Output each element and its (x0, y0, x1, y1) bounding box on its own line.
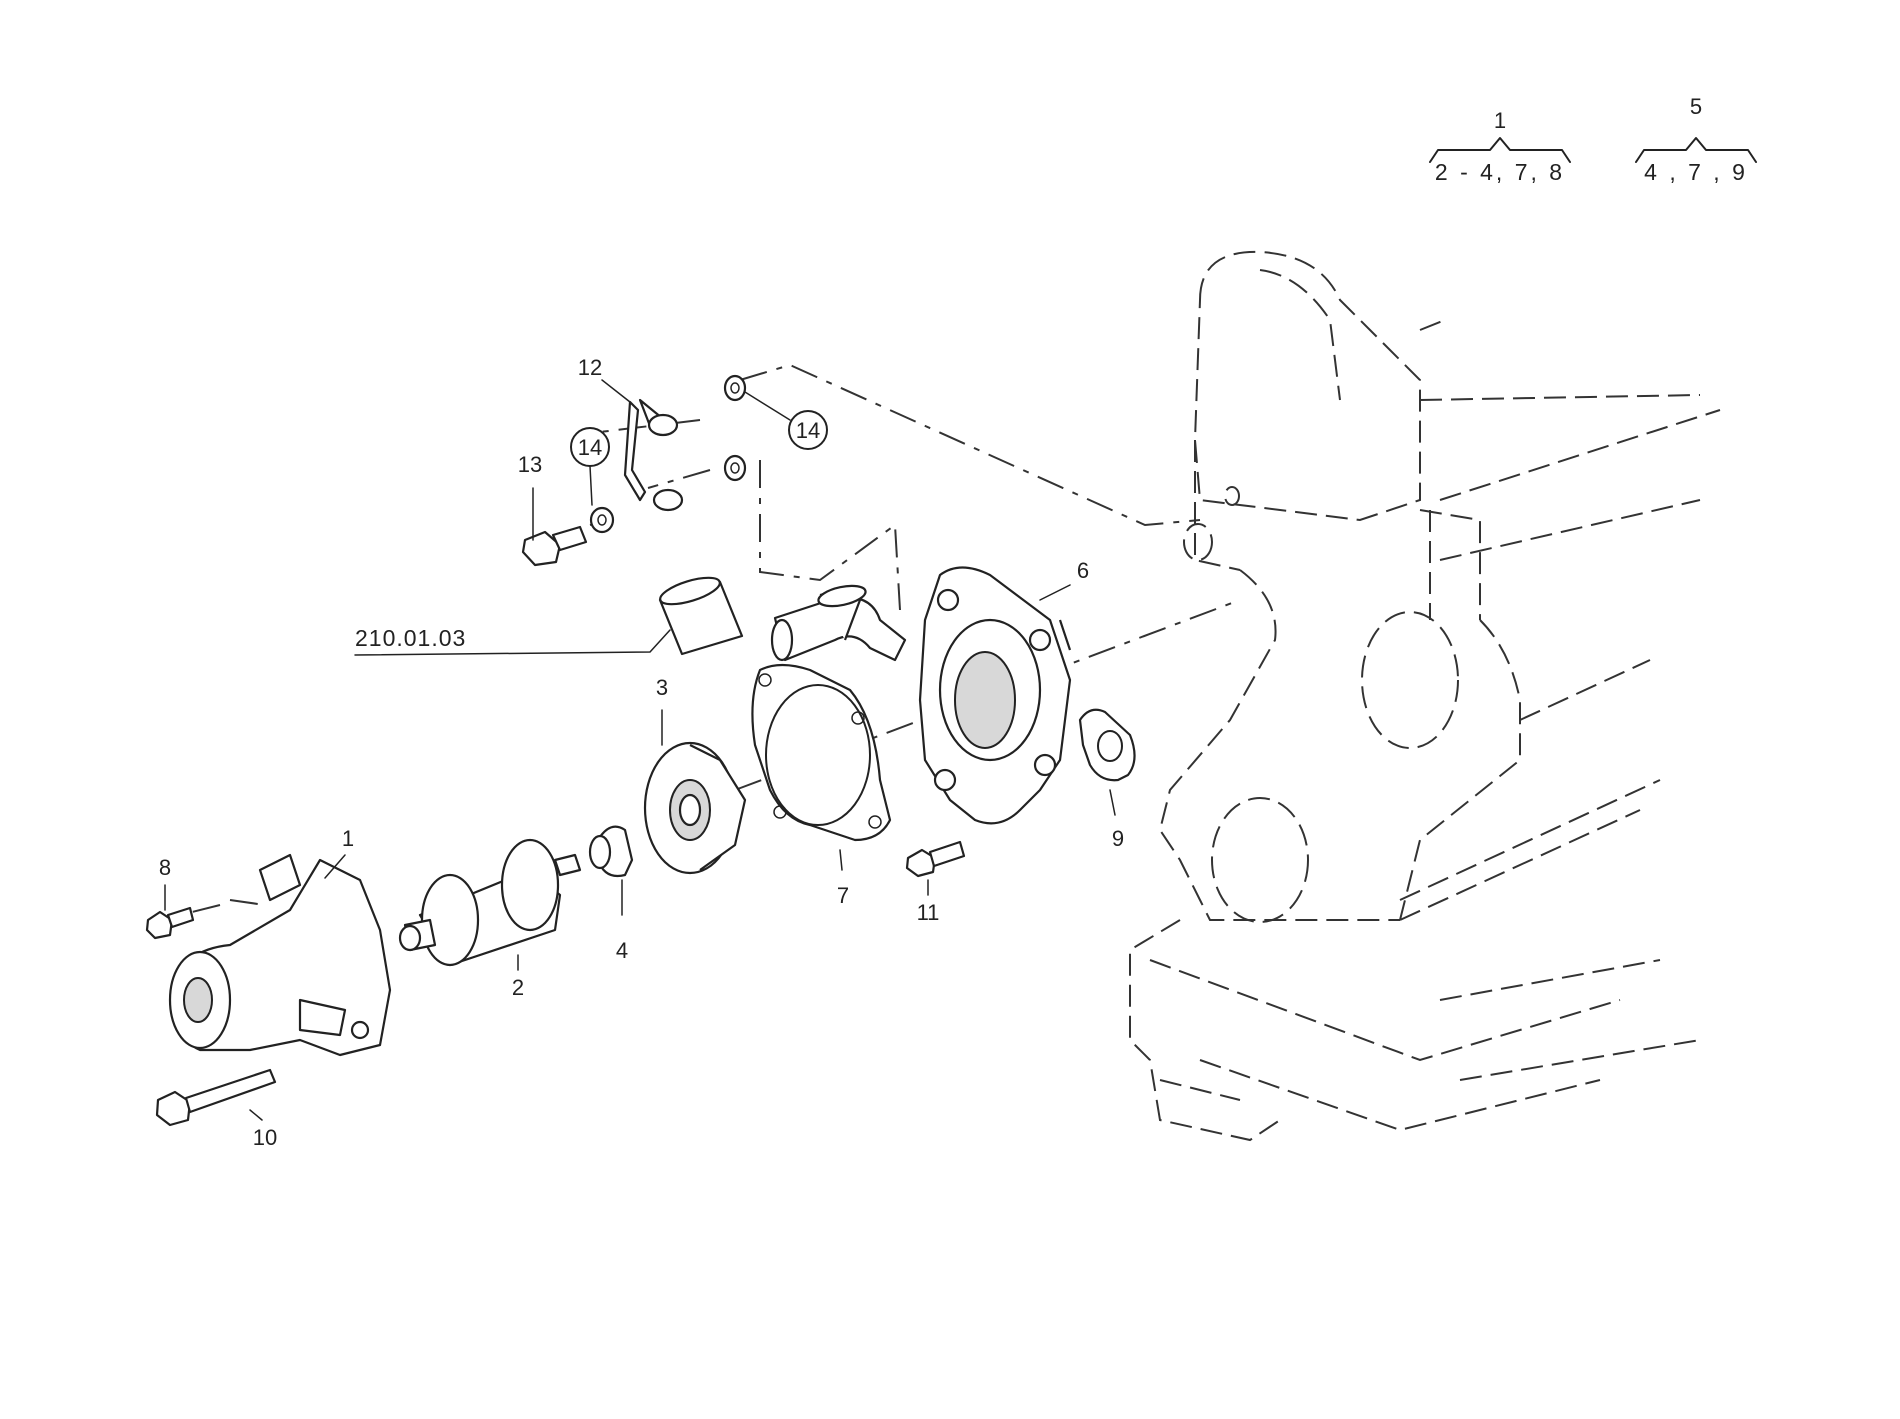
group-bracket-1: 1 2 - 4, 7, 8 (1429, 108, 1571, 185)
reference-group: 210.01.03 (354, 576, 744, 656)
leader-lines (164, 379, 1116, 1121)
bolt-8 (145, 906, 195, 940)
callout-14: 14 (796, 418, 820, 443)
callout-circle (788, 410, 828, 450)
callout-4: 4 (616, 938, 628, 963)
callout-circle (570, 427, 610, 467)
callout-11: 11 (917, 900, 940, 925)
pump-housing (918, 566, 1072, 825)
callout-13: 13 (518, 452, 542, 477)
pump-body (168, 853, 392, 1057)
group-head-label: 5 (1690, 94, 1702, 119)
impeller (643, 741, 747, 875)
elbow-pipe (770, 584, 907, 662)
group-members-label: 2 - 4, 7, 8 (1435, 159, 1565, 185)
bolt-10 (155, 1068, 277, 1127)
callout-14: 14 (578, 435, 602, 460)
callout-3: 3 (656, 675, 668, 700)
callout-1: 1 (342, 826, 354, 851)
callout-2: 2 (512, 975, 524, 1000)
reference-label: 210.01.03 (355, 625, 466, 651)
group-bracket-5: 5 4 , 7 , 9 (1635, 94, 1757, 185)
callout-10: 10 (253, 1125, 277, 1150)
bracket-assembly (521, 374, 747, 567)
gasket-7 (751, 663, 892, 842)
shaft-bearing (398, 838, 582, 967)
gasket-9 (1078, 708, 1136, 782)
callout-8: 8 (159, 855, 171, 880)
group-head-label: 1 (1494, 108, 1506, 133)
engine-block-outline (1129, 250, 1721, 1142)
callout-6: 6 (1077, 558, 1089, 583)
callout-7: 7 (837, 883, 849, 908)
callout-9: 9 (1112, 826, 1124, 851)
bolt-11 (905, 840, 966, 878)
callouts: 1 2 3 4 6 7 8 9 10 11 12 13 14 14 (159, 355, 1124, 1150)
callout-12: 12 (578, 355, 602, 380)
seal (588, 825, 634, 878)
group-members-label: 4 , 7 , 9 (1644, 159, 1748, 185)
